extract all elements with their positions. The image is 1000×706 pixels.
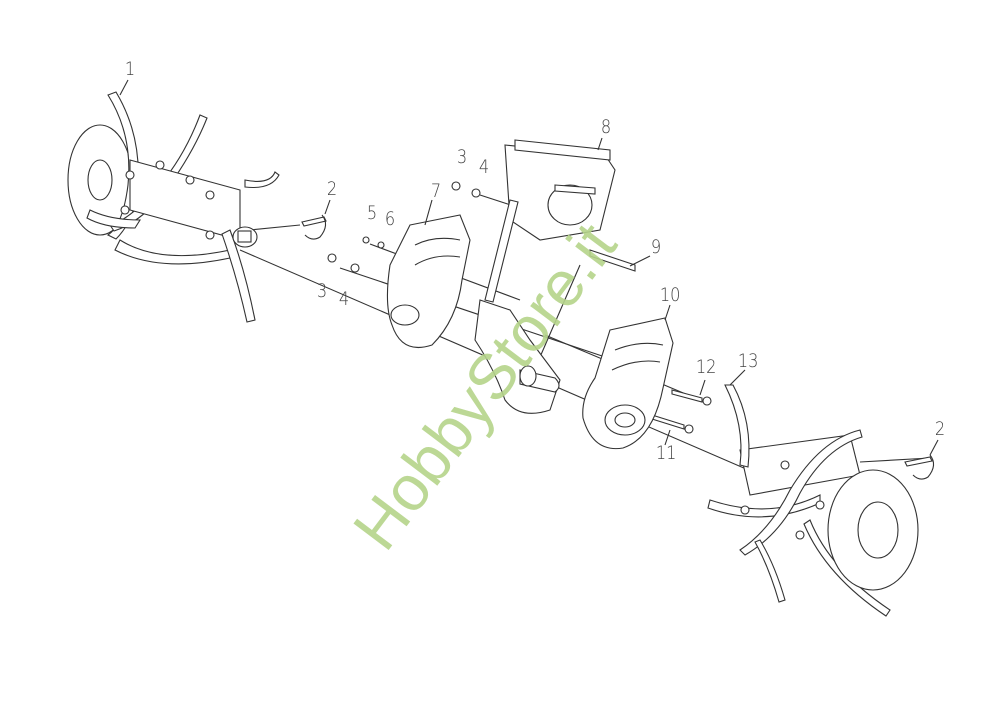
part-label-11: 11 xyxy=(655,442,677,464)
part-label-9: 9 xyxy=(650,236,662,258)
part-label-4-lower: 4 xyxy=(338,288,350,310)
part-label-12: 12 xyxy=(695,356,717,378)
part-label-10: 10 xyxy=(659,284,681,306)
right-tine-assembly xyxy=(707,384,919,617)
part-label-4: 4 xyxy=(478,156,490,178)
right-cover xyxy=(582,317,674,450)
part-label-2: 2 xyxy=(326,178,338,200)
left-cover xyxy=(386,214,471,349)
hitch-pin-right xyxy=(904,454,935,480)
part-label-3-lower: 3 xyxy=(316,280,328,302)
left-tine-assembly xyxy=(67,91,280,323)
part-label-13: 13 xyxy=(737,350,759,372)
part-label-2-right: 2 xyxy=(934,418,946,440)
gearbox xyxy=(474,139,616,414)
part-label-3: 3 xyxy=(456,146,468,168)
part-label-1: 1 xyxy=(124,58,136,80)
hitch-pin-left xyxy=(301,214,327,240)
part-label-5: 5 xyxy=(366,202,378,224)
fasteners xyxy=(327,181,712,434)
part-label-6: 6 xyxy=(384,208,396,230)
shaft xyxy=(589,249,636,272)
part-label-7: 7 xyxy=(430,180,442,202)
leader-lines xyxy=(119,79,939,456)
part-label-8: 8 xyxy=(600,116,612,138)
